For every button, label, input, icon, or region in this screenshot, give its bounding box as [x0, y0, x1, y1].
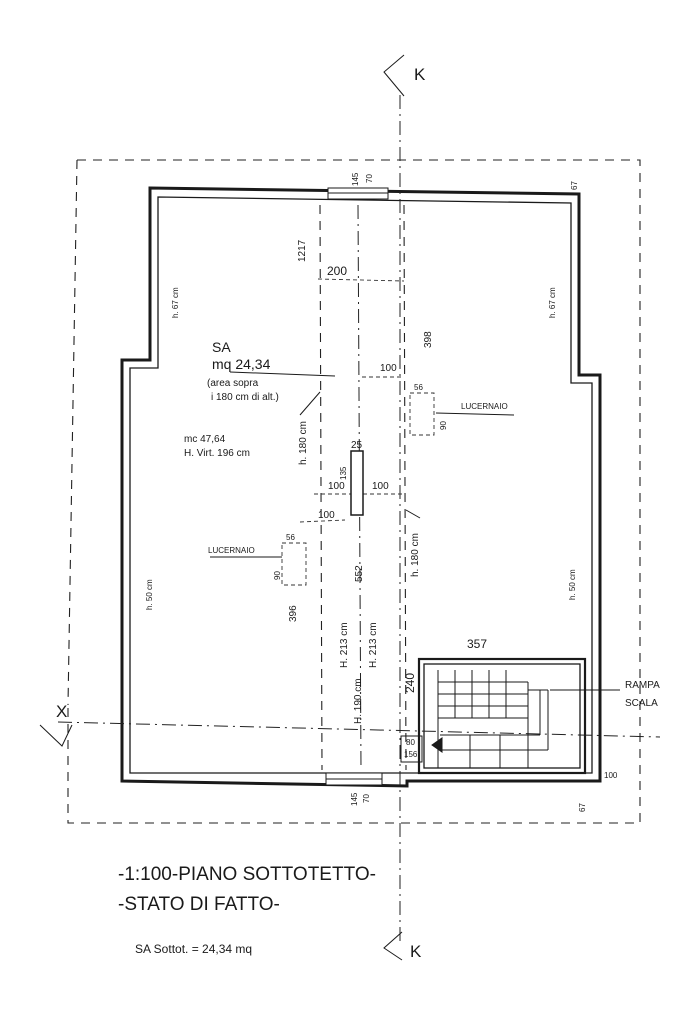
ridge-line-right: [403, 204, 407, 771]
dim-100-d: 100: [318, 510, 335, 521]
height-180-left: h. 180 cm: [298, 421, 309, 465]
h180-left-leader: [299, 391, 321, 416]
skylight-right-label: LUCERNAIO: [461, 402, 508, 411]
dim-357: 357: [467, 637, 487, 651]
area-leader: [229, 371, 336, 377]
section-k-bottom-arrow: [383, 931, 403, 961]
skylight-left-label: LUCERNAIO: [208, 546, 255, 555]
section-k-top-label: K: [414, 65, 426, 84]
height-213-a: H. 213 cm: [339, 622, 350, 668]
skylight-left: [281, 542, 307, 586]
dim-145-top: 145: [351, 172, 360, 186]
area-summary: SA Sottot. = 24,34 mq: [135, 942, 252, 956]
chimney-shaft: [350, 450, 364, 516]
height-190: H. 190 cm: [353, 678, 364, 724]
dim-70-bottom: 70: [362, 794, 371, 803]
dim-200: 200: [327, 264, 347, 278]
dim-552: 552: [354, 565, 365, 582]
dim-67-bottom: 67: [578, 803, 587, 812]
stair-enclosure-outer: [417, 657, 587, 775]
area-label: SA: [212, 339, 231, 355]
drawing-title-line1: -1:100-PIANO SOTTOTETTO-: [118, 864, 376, 885]
stair-label-line1: RAMPA: [625, 680, 660, 691]
dim-145-bottom: 145: [350, 792, 359, 806]
section-k-top-arrow: [383, 54, 405, 97]
stair-landing-box: [400, 735, 423, 763]
dim-70-top: 70: [365, 174, 374, 183]
dim-56-a: 56: [414, 383, 423, 392]
section-x-arrow: [39, 724, 73, 747]
dim-135: 135: [339, 466, 348, 480]
dim-1217: 1217: [297, 239, 308, 262]
section-k-bottom-label: K: [410, 942, 422, 961]
volume-label: mc 47,64: [184, 434, 226, 445]
area-value: mq 24,34: [212, 356, 271, 372]
height-67-left: h. 67 cm: [171, 287, 180, 318]
dim-100-e: 100: [604, 771, 618, 780]
virtual-height-label: H. Virt. 196 cm: [184, 448, 250, 459]
dim-56-b: 56: [286, 533, 295, 542]
height-67-right: h. 67 cm: [548, 287, 557, 318]
ridge-line-center: [357, 204, 362, 771]
dim-100-a: 100: [380, 363, 397, 374]
h180-right-leader: [405, 509, 421, 519]
drawing-title-line2: -STATO DI FATTO-: [118, 894, 280, 915]
height-180-right: h. 180 cm: [410, 533, 421, 577]
height-50-left: h. 50 cm: [145, 579, 154, 610]
dim-80: 80: [406, 738, 415, 747]
dim-200-line: [317, 278, 405, 282]
height-213-b: H. 213 cm: [368, 622, 379, 668]
roof-outline: [67, 159, 641, 824]
dim-90-b: 90: [273, 571, 282, 580]
exterior-wall-outer: [120, 186, 602, 788]
section-x-label: X: [56, 702, 67, 721]
stair-label-line2: SCALA: [625, 698, 658, 709]
dim-100-b: 100: [328, 481, 345, 492]
dim-67-top: 67: [570, 181, 579, 190]
skylight-right-leader: [435, 412, 515, 416]
dim-90-a: 90: [439, 421, 448, 430]
dim-100-c: 100: [372, 481, 389, 492]
stair-enclosure-inner: [423, 663, 581, 769]
area-note-line1: (area sopra: [207, 378, 259, 389]
dim-100-d-line: [299, 519, 346, 523]
skylight-right: [409, 392, 435, 436]
dim-398: 398: [423, 331, 434, 348]
area-note-line2: i 180 cm di alt.): [211, 392, 279, 403]
section-line-x: [57, 721, 661, 738]
stair-steps: [431, 670, 620, 768]
roof-outline-left: [67, 159, 78, 706]
dim-240: 240: [403, 673, 417, 693]
dim-396: 396: [288, 605, 299, 622]
height-50-right: h. 50 cm: [568, 569, 577, 600]
dim-156: 156: [404, 750, 418, 759]
dim-25: 25: [351, 440, 363, 451]
ridge-line-left: [319, 204, 323, 771]
